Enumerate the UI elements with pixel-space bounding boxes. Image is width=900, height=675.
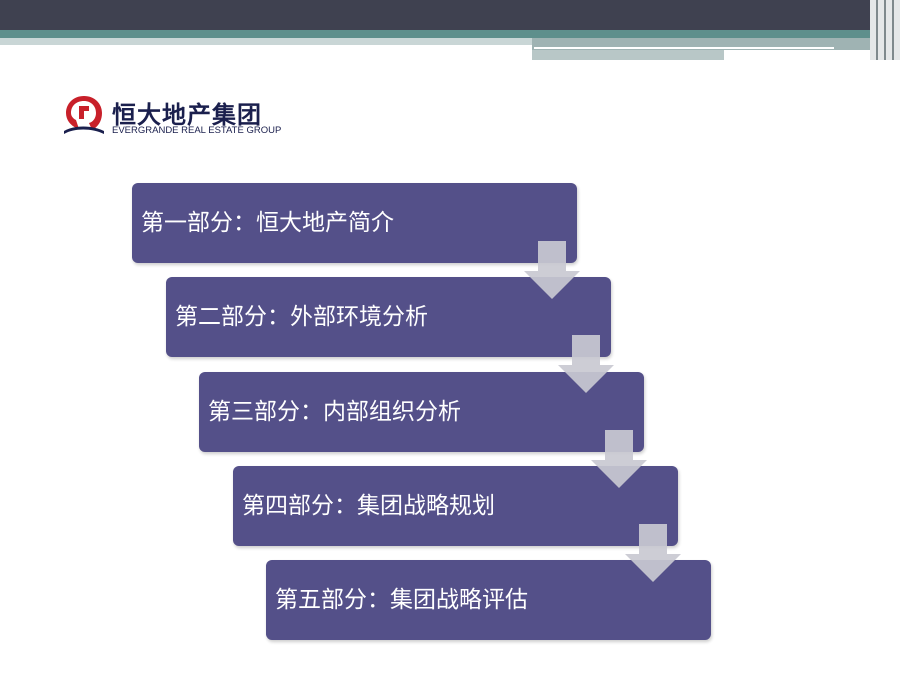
step-box-1: 第一部分：恒大地产简介	[132, 183, 577, 263]
step-label-3: 第三部分：内部组织分析	[208, 399, 461, 425]
step-box-5: 第五部分：集团战略评估	[266, 560, 711, 640]
step-label-2: 第二部分：外部环境分析	[175, 304, 428, 330]
step-box-2: 第二部分：外部环境分析	[166, 277, 611, 357]
down-arrow-icon	[625, 524, 681, 582]
header-teal-line	[0, 30, 870, 38]
header-dark-band	[0, 0, 900, 30]
evergrande-logo-icon	[64, 96, 104, 134]
step-label-4: 第四部分：集团战略规划	[242, 493, 495, 519]
down-arrow-icon	[591, 430, 647, 488]
down-arrow-icon	[524, 241, 580, 299]
step-label-1: 第一部分：恒大地产简介	[141, 210, 394, 236]
down-arrow-icon	[558, 335, 614, 393]
header-corner-line	[884, 0, 886, 60]
step-box-4: 第四部分：集团战略规划	[233, 466, 678, 546]
header-corner-line	[876, 0, 878, 60]
header-corner-line	[892, 0, 894, 60]
header-white-line	[534, 47, 834, 49]
logo-chinese-name: 恒大地产集团	[112, 101, 262, 129]
header-light-strip	[0, 38, 532, 45]
logo-english-name: EVERGRANDE REAL ESTATE GROUP	[112, 125, 282, 136]
header-light-strip-lower	[532, 50, 724, 60]
step-box-3: 第三部分：内部组织分析	[199, 372, 644, 452]
step-label-5: 第五部分：集团战略评估	[275, 587, 528, 613]
